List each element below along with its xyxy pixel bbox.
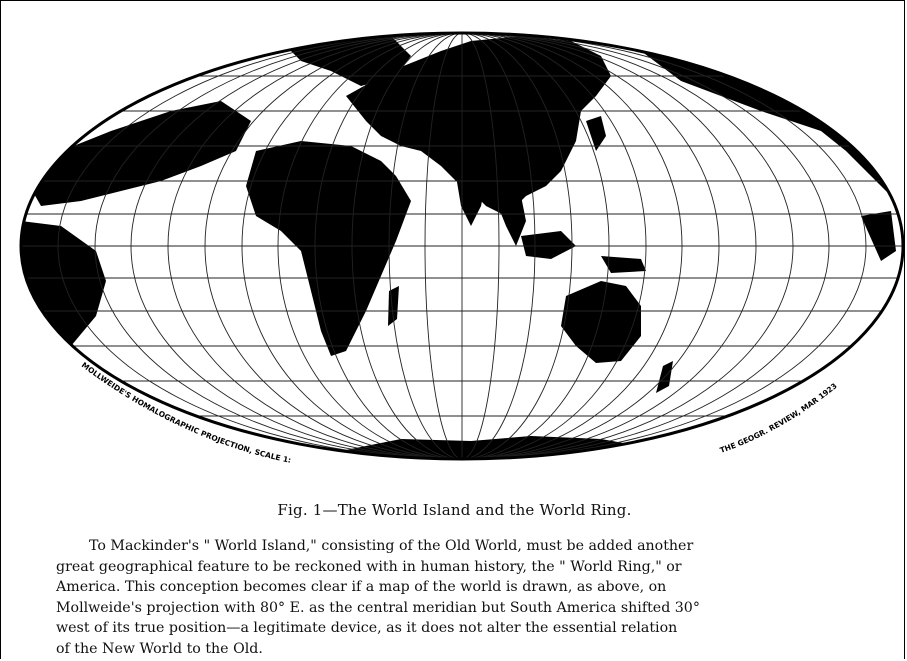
new-guinea-landmass <box>601 256 646 273</box>
meridian-ellipse <box>314 33 610 459</box>
meridian-ellipse <box>130 33 794 459</box>
meridian-ellipse <box>388 33 536 459</box>
central-america-right-landmass <box>861 211 896 261</box>
world-map: MOLLWEIDE'S HOMALOGRAPHIC PROJECTION, SC… <box>1 1 905 465</box>
meridian-ellipse <box>167 33 757 459</box>
southeast-asia-landmass <box>496 196 526 246</box>
body-line: great geographical feature to be reckone… <box>56 558 682 575</box>
body-line: Mollweide's projection with 80° E. as th… <box>56 599 700 616</box>
meridian-ellipse <box>351 33 573 459</box>
meridian-ellipse <box>57 33 867 459</box>
body-line: To Mackinder's " World Island," consisti… <box>89 538 694 554</box>
map-interior <box>21 33 903 459</box>
body-line: America. This conception becomes clear i… <box>56 579 667 595</box>
credit-label: THE GEOGR. REVIEW, MAR 1923 <box>719 381 839 455</box>
eurasia-landmass <box>346 36 611 216</box>
india-landmass <box>456 176 486 226</box>
meridian-ellipse <box>204 33 720 459</box>
body-line: west of its true position—a legitimate d… <box>56 620 678 636</box>
australia-landmass <box>561 281 641 363</box>
figure-caption: Fig. 1—The World Island and the World Ri… <box>277 501 632 519</box>
africa-landmass <box>246 141 411 356</box>
meridian-ellipse <box>424 33 500 459</box>
japan-landmass <box>586 116 606 151</box>
indonesia-landmass <box>521 231 576 259</box>
meridian-ellipse <box>94 33 830 459</box>
body-line: of the New World to the Old. <box>56 640 263 657</box>
north-america-right-landmass <box>641 41 896 196</box>
meridian-ellipse <box>277 33 647 459</box>
meridian-ellipse <box>241 33 683 459</box>
body-paragraph: To Mackinder's " World Island," consisti… <box>56 536 856 659</box>
north-america-landmass <box>21 101 251 206</box>
graticule <box>21 33 903 459</box>
south-america-landmass <box>21 221 106 361</box>
map-outline <box>19 31 905 461</box>
